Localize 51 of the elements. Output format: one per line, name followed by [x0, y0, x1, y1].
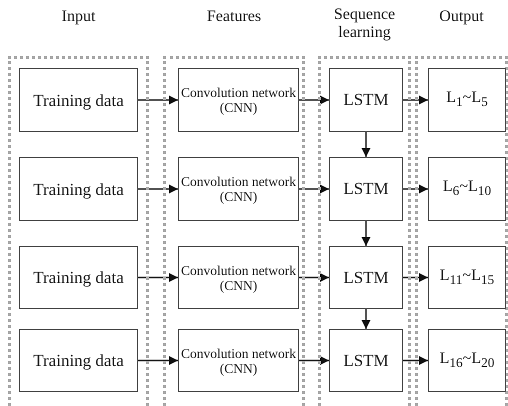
arrow [299, 273, 329, 282]
box-label: LSTM [343, 90, 389, 110]
process-box [178, 246, 299, 309]
data-input-box [19, 246, 138, 309]
box-label: Convolution network (CNN) [180, 85, 298, 115]
box-label: LSTM [343, 268, 389, 288]
process-box [329, 329, 403, 392]
process-box [329, 68, 403, 132]
arrow [362, 132, 370, 157]
box-label: Training data [33, 180, 124, 198]
box-label: Convolution network (CNN) [180, 346, 298, 376]
arrow [362, 309, 370, 329]
arrow [299, 184, 329, 194]
arrow [403, 273, 428, 282]
process-box [329, 246, 403, 309]
box-label: Convolution network (CNN) [180, 262, 298, 292]
output-box [428, 329, 506, 392]
arrow [138, 96, 178, 104]
output-box [428, 157, 506, 221]
box-label: Training data [33, 268, 124, 287]
arrow [138, 273, 178, 282]
box-label: Training data [33, 90, 124, 110]
column-heading: Output [438, 8, 485, 26]
output-box [428, 68, 506, 132]
box-label: LSTM [343, 350, 389, 370]
data-input-box [19, 157, 138, 221]
arrow [362, 221, 370, 246]
box-label: LSTM [343, 179, 389, 199]
box-label: Convolution network (CNN) [180, 174, 298, 204]
arrow [403, 96, 428, 104]
box-label: L$_{6}$~L$_{10}$ [442, 178, 492, 200]
arrow [299, 356, 329, 365]
arrow [138, 184, 178, 194]
column-heading: Sequence learning [332, 6, 396, 42]
box-label: Training data [33, 351, 124, 370]
output-box [428, 246, 506, 309]
box-label: L$_{16}$~L$_{20}$ [440, 350, 494, 372]
process-box [178, 157, 299, 221]
arrow [403, 184, 428, 194]
column-heading: Features [206, 8, 262, 26]
arrow [299, 96, 329, 104]
arrow [138, 356, 178, 365]
column-heading: Input [60, 8, 96, 26]
box-label: L$_{1}$~L$_{5}$ [446, 89, 488, 111]
arrow [403, 356, 428, 365]
process-box [178, 68, 299, 132]
process-box [178, 329, 299, 392]
process-box [329, 157, 403, 221]
data-input-box [19, 329, 138, 392]
data-input-box [19, 68, 138, 132]
box-label: L$_{11}$~L$_{15}$ [440, 266, 494, 288]
